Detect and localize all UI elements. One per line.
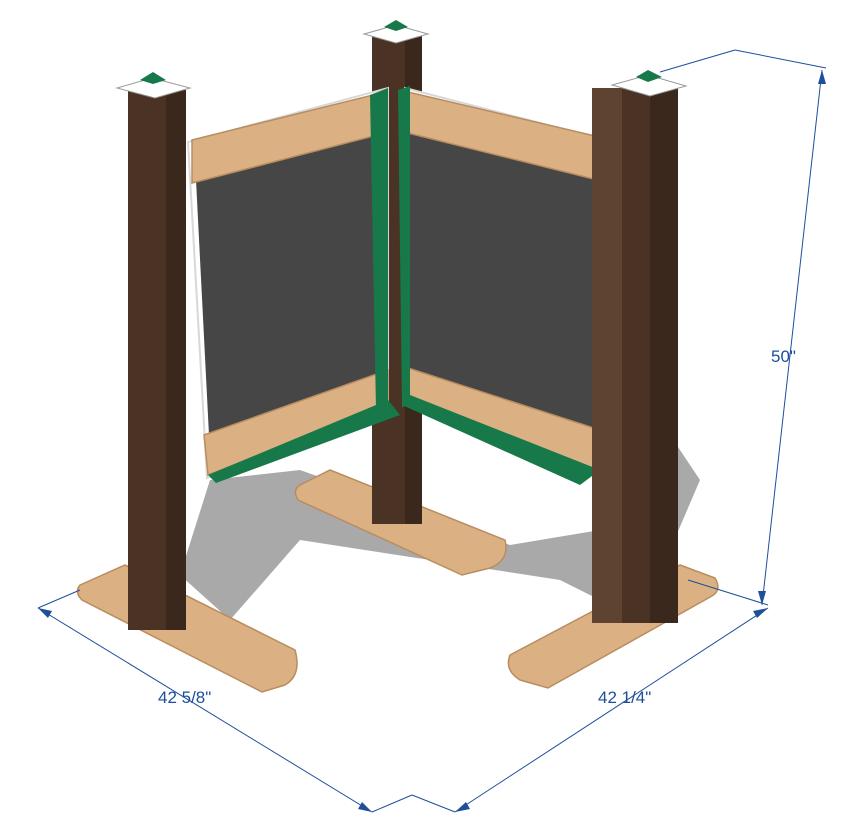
pyramid-cap-icon xyxy=(362,24,430,44)
pyramid-cap-icon xyxy=(610,74,688,97)
right-post xyxy=(592,70,688,623)
pyramid-cap-icon xyxy=(115,77,192,99)
left-foot xyxy=(76,564,298,693)
height-label: 50" xyxy=(771,347,796,366)
height-dimension: 50" xyxy=(659,49,827,606)
left-depth-dimension: 42 5/8" xyxy=(37,589,413,813)
left-panel xyxy=(186,86,400,483)
right-depth-label: 42 1/4" xyxy=(598,688,651,707)
left-post xyxy=(115,72,192,630)
right-depth-dimension: 42 1/4" xyxy=(411,607,769,813)
left-depth-label: 42 5/8" xyxy=(158,688,211,707)
right-panel xyxy=(398,86,616,485)
